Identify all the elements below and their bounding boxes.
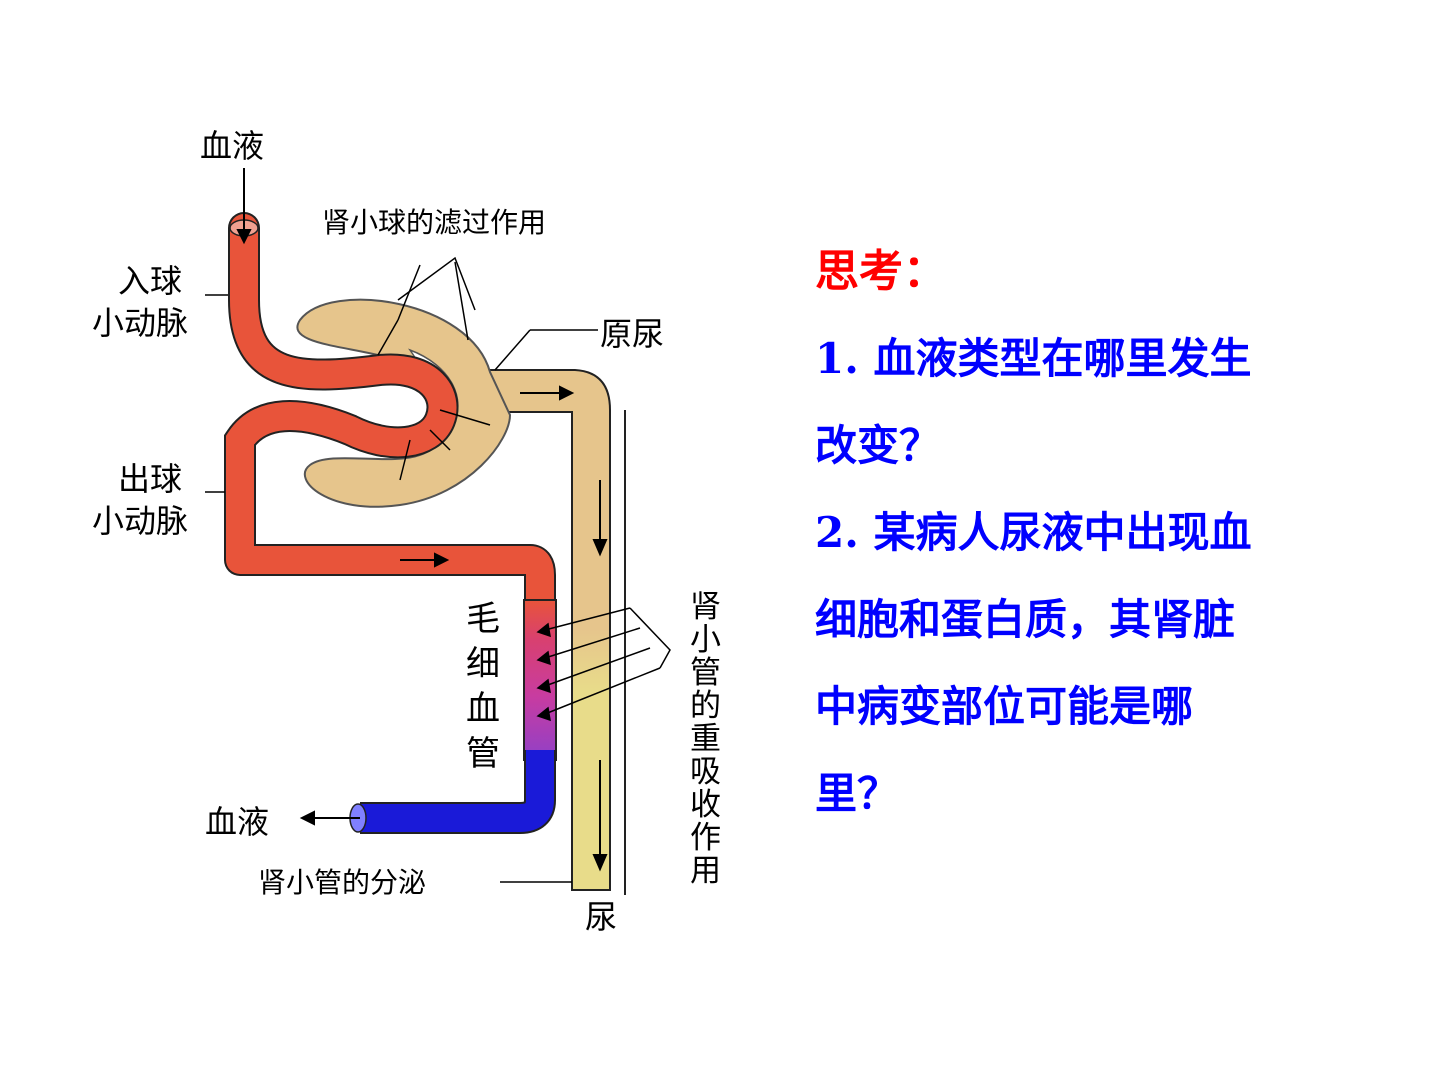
label-capillary-4: 管 xyxy=(466,734,500,774)
label-efferent-line2: 小动脉 xyxy=(92,502,188,540)
svg-text:收: 收 xyxy=(690,787,721,823)
label-efferent-line1: 出球 xyxy=(118,460,182,498)
label-capillary-2: 细 xyxy=(466,644,500,684)
label-capillary-1: 毛 xyxy=(466,599,500,639)
svg-text:管: 管 xyxy=(690,655,721,691)
label-urine: 尿 xyxy=(585,898,617,936)
question-1-line-1: 1. 血液类型在哪里发生 xyxy=(815,334,1252,383)
svg-text:肾: 肾 xyxy=(690,589,721,625)
questions-title: 思考： xyxy=(815,246,947,297)
question-2-line-1: 2. 某病人尿液中出现血 xyxy=(815,508,1252,557)
label-primary-urine: 原尿 xyxy=(600,315,664,353)
nephron-diagram: 血液 肾小球的滤过作用 入球 小动脉 原尿 出球 小动脉 毛 细 血 管 血液 … xyxy=(92,127,721,936)
bowmans-capsule xyxy=(296,298,512,508)
svg-text:作: 作 xyxy=(690,820,721,856)
svg-text:吸: 吸 xyxy=(690,754,721,790)
question-1-line-2: 改变？ xyxy=(815,421,942,470)
label-filtration: 肾小球的滤过作用 xyxy=(322,206,546,239)
label-afferent-line1: 入球 xyxy=(118,262,182,300)
filtration-pointer xyxy=(397,256,476,311)
svg-text:小: 小 xyxy=(690,622,721,658)
leader-lines xyxy=(205,294,598,883)
label-capillary-3: 血 xyxy=(466,689,500,729)
question-2-line-4: 里？ xyxy=(815,769,900,818)
question-2-line-2: 细胞和蛋白质，其肾脏 xyxy=(815,595,1236,644)
svg-text:的: 的 xyxy=(690,688,721,724)
svg-text:用: 用 xyxy=(690,853,721,889)
svg-text:重: 重 xyxy=(690,721,721,757)
capillary-segment xyxy=(523,599,557,761)
question-2-line-3: 中病变部位可能是哪 xyxy=(815,682,1194,731)
label-secretion: 肾小管的分泌 xyxy=(258,866,426,899)
label-blood-out: 血液 xyxy=(205,803,269,841)
filtration-arrows xyxy=(377,261,491,481)
flow-arrows xyxy=(236,168,608,872)
reabsorption-arrows xyxy=(536,607,661,722)
label-reabsorption: 肾 小 管 的 重 吸 收 作 用 xyxy=(690,589,721,889)
label-afferent-line2: 小动脉 xyxy=(92,304,188,342)
label-blood-in: 血液 xyxy=(200,127,264,165)
renal-tubule xyxy=(477,369,626,895)
